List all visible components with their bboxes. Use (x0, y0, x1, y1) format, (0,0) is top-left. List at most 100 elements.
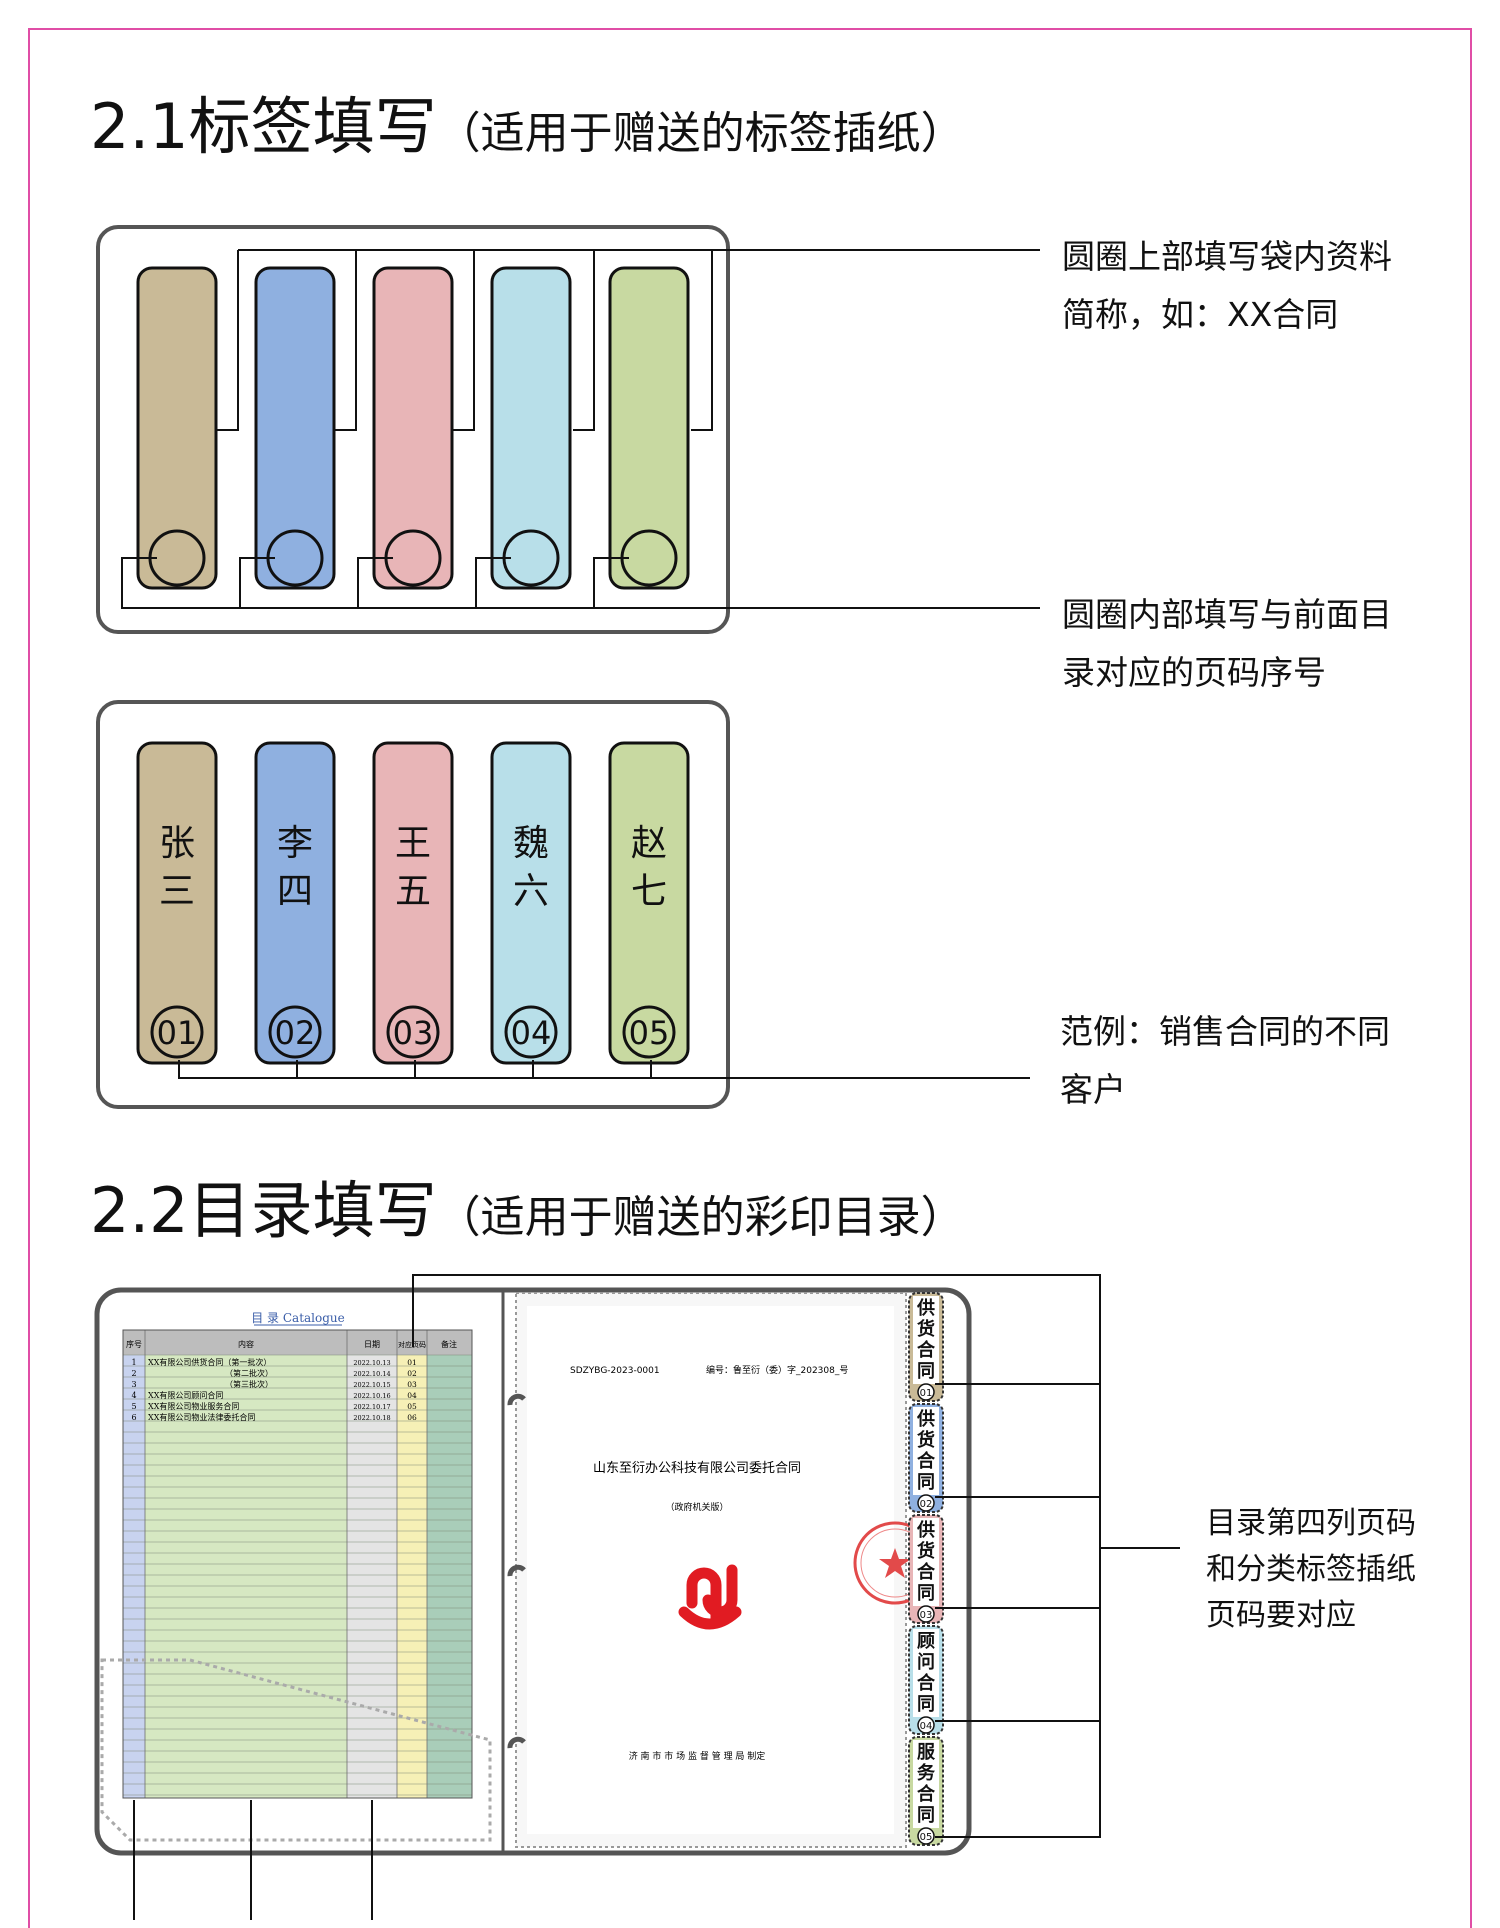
side-tab-circle (917, 1605, 935, 1623)
side-tab-number: 01 (920, 1388, 933, 1399)
blank-tab (608, 266, 690, 590)
example-tab-name-char: 六 (513, 871, 549, 912)
side-tab-char: 顾 (917, 1631, 935, 1652)
example-tab-circle (504, 1005, 558, 1059)
example-tab-name-char: 四 (277, 871, 313, 912)
document-subtitle: （政府机关版） (665, 1501, 728, 1513)
catalogue-cell-index: 5 (131, 1402, 136, 1411)
catalogue-cell-date: 2022.10.16 (353, 1392, 390, 1400)
side-tab-char: 供 (916, 1408, 935, 1430)
side-tab-number: 03 (920, 1610, 933, 1621)
side-tab-label-bg (913, 1407, 939, 1495)
section-1-subtitle: （适用于赠送的标签插纸） (436, 108, 965, 159)
side-tab-number: 05 (920, 1832, 933, 1843)
note-top-label: 圆圈上部填写袋内资料简称，如：XX合同 (1062, 237, 1392, 334)
section-2-title-main: 2.2目录填写 (90, 1174, 437, 1247)
catalogue-leader-lines (133, 1274, 1180, 1920)
side-tab-number: 02 (920, 1499, 933, 1510)
document-footer: 济 南 市 市 场 监 督 管 理 局 制定 (629, 1750, 766, 1762)
side-tab-char: 同 (917, 1583, 935, 1604)
side-tab-char: 货 (917, 1429, 935, 1451)
top-leader-lines (217, 249, 1040, 431)
page-frame (28, 28, 1472, 1928)
blank-tabs (136, 266, 690, 590)
note-catalogue: 目录第四列页码和分类标签插纸页码要对应 (1206, 1506, 1416, 1633)
example-tab-name-char: 三 (159, 871, 195, 912)
side-tab-circle (917, 1716, 935, 1734)
example-tab (254, 741, 336, 1065)
catalogue-cell-page: 01 (407, 1358, 417, 1367)
side-tab-number: 04 (920, 1721, 933, 1732)
catalogue-cell-index: 4 (131, 1391, 136, 1400)
catalogue-cell-content: XX有限公司供货合同（第一批次） (148, 1357, 271, 1367)
example-tab-name-char: 张 (159, 823, 195, 864)
example-tab-name-char: 李 (277, 823, 313, 864)
side-tab-char: 同 (917, 1694, 935, 1715)
catalogue-header-date: 日期 (364, 1340, 380, 1349)
catalogue-cell-page: 03 (407, 1380, 417, 1389)
catalogue-cell-index: 3 (131, 1380, 136, 1389)
example-tab-name-char: 赵 (631, 823, 667, 864)
catalogue-cell-content: XX有限公司物业服务合同 (148, 1401, 239, 1411)
example-tab-circle (150, 1005, 204, 1059)
example-tab-number: 03 (393, 1014, 434, 1052)
side-tab-char: 合 (917, 1672, 936, 1694)
section-2-title: 2.2目录填写（适用于赠送的彩印目录） (90, 1176, 965, 1253)
side-tab-char: 合 (917, 1450, 936, 1472)
side-tab-label-bg (913, 1740, 939, 1828)
pocket-outline (100, 1658, 492, 1842)
catalogue-cell-content: XX有限公司顾问合同 (148, 1390, 223, 1400)
side-tab-char: 供 (916, 1297, 935, 1319)
catalogue-cell-page: 04 (407, 1391, 417, 1400)
catalogue-cell-page: 02 (407, 1369, 417, 1378)
example-tab-number: 02 (275, 1014, 316, 1052)
catalogue-header-remark: 备注 (441, 1339, 457, 1349)
side-tab-char: 同 (917, 1472, 935, 1493)
example-tab-name-char: 七 (631, 871, 667, 912)
catalogue-sheet: 目 录 Catalogue 1 XX有限公司供货合同（第一批次） 2022.10.1… (100, 1311, 492, 1842)
side-tab-char: 同 (917, 1361, 935, 1382)
side-tab-label-bg (913, 1296, 939, 1384)
catalogue-cell-index: 1 (131, 1358, 136, 1367)
catalogue-cell-date: 2022.10.13 (353, 1359, 390, 1367)
catalogue-header-content: 内容 (238, 1339, 254, 1349)
side-tab-char: 同 (917, 1805, 935, 1826)
section-2-subtitle: （适用于赠送的彩印目录） (436, 1192, 965, 1243)
bottom-leader-lines (121, 557, 1040, 609)
example-tab (136, 741, 218, 1065)
side-tab-char: 合 (917, 1339, 936, 1361)
example-tab-number: 01 (157, 1014, 198, 1052)
note-circle-number: 圆圈内部填写与前面目录对应的页码序号 (1062, 595, 1392, 692)
blank-tab (372, 266, 454, 590)
side-tab-label-bg (913, 1629, 939, 1717)
binder-rings (507, 1393, 526, 1749)
note-example: 范例：销售合同的不同客户 (1060, 1012, 1390, 1109)
side-tab-circle (917, 1494, 935, 1512)
side-tab-char: 货 (917, 1318, 935, 1340)
section-1-title: 2.1标签填写（适用于赠送的标签插纸） (90, 92, 965, 169)
side-tab-char: 供 (916, 1519, 935, 1541)
example-tab-circle (268, 1005, 322, 1059)
example-tab (490, 741, 572, 1065)
side-tab-char: 务 (917, 1762, 936, 1784)
section-1-title-main: 2.1标签填写 (90, 90, 437, 163)
document-code: 编号：鲁至衍（委）字_202308_号 (706, 1364, 848, 1376)
company-logo (678, 1564, 742, 1630)
blank-tab (490, 266, 572, 590)
catalogue-cell-date: 2022.10.15 (353, 1381, 390, 1389)
catalogue-cell-page: 06 (407, 1413, 417, 1422)
example-leader-lines (178, 1060, 1030, 1079)
example-tab-name-char: 王 (395, 823, 431, 864)
side-tab-char: 问 (917, 1652, 935, 1673)
document-title: 山东至衍办公科技有限公司委托合同 (593, 1461, 801, 1476)
side-tab-label-bg (913, 1518, 939, 1606)
contract-document: SDZYBG-2023-0001 编号：鲁至衍（委）字_202308_号 山东至… (507, 1292, 937, 1848)
catalogue-heading: 目 录 Catalogue (251, 1311, 345, 1325)
catalogue-cell-index: 2 (131, 1369, 136, 1378)
example-tab-name-char: 五 (395, 871, 431, 912)
catalogue-cell-content: （第三批次） (225, 1379, 273, 1389)
blank-tab (136, 266, 218, 590)
